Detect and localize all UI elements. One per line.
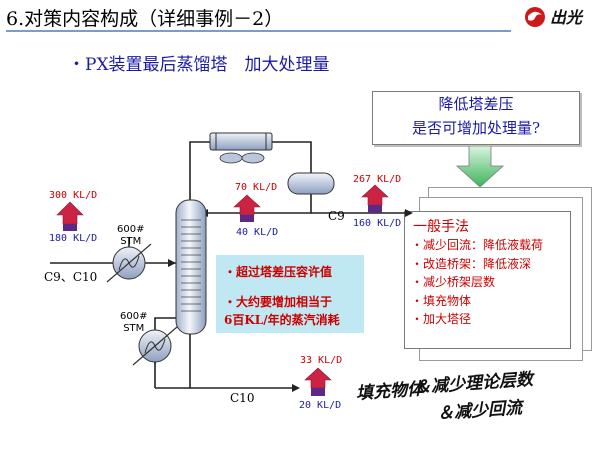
warning-line-3: 6百KL/年的蒸汽消耗 xyxy=(224,313,340,327)
question-box: 降低塔差压 是否可增加处理量? xyxy=(372,91,580,145)
distillation-column xyxy=(175,199,207,335)
logo-text: 出光 xyxy=(550,8,584,27)
top-old-rate: 40 KL/D xyxy=(236,227,279,238)
question-line-1: 降低塔差压 xyxy=(438,95,514,113)
methods-item: ・减少桥架层数 xyxy=(411,275,496,289)
c10-stream-label: C10 xyxy=(230,391,255,405)
feed-stream-label: C9、C10 xyxy=(44,270,98,284)
feed-old-rate: 180 KL/D xyxy=(49,233,98,244)
methods-item: ・改造桥架：降低液深 xyxy=(411,256,532,271)
reflux-drum xyxy=(287,172,335,195)
warning-line-2: ・大约要增加相当于 xyxy=(224,295,333,309)
slide-subtitle: ・PX装置最后蒸馏塔 加大处理量 xyxy=(68,55,330,75)
flow-arrow-icon xyxy=(361,184,389,213)
question-line-2: 是否可增加处理量? xyxy=(411,119,541,137)
methods-item: ・减少回流：降低液载荷 xyxy=(411,238,544,252)
steam-label-reboiler: 600# STM xyxy=(120,311,148,334)
methods-item: ・填充物体 xyxy=(411,293,472,308)
page-title: 6.对策内容构成（详细事例－2） xyxy=(6,8,284,30)
methods-title: 一般手法 xyxy=(413,219,469,235)
c9-old-rate: 160 KL/D xyxy=(353,218,402,229)
air-cooler xyxy=(209,132,273,164)
bottom-new-rate: 33 KL/D xyxy=(300,355,343,366)
methods-item: ・加大塔径 xyxy=(411,312,472,326)
company-logo: 出光 xyxy=(522,4,596,30)
c9-stream-label: C9 xyxy=(328,209,345,223)
warning-box: ・超过塔差压容许值 ・大约要增加相当于 6百KL/年的蒸汽消耗 xyxy=(216,255,364,333)
flow-arrow-icon xyxy=(304,367,332,396)
feed-heater xyxy=(106,243,152,283)
warning-line-1: ・超过塔差压容许值 xyxy=(224,265,333,279)
bottom-old-rate: 20 KL/D xyxy=(299,400,342,411)
flow-arrow-icon xyxy=(233,194,261,222)
c9-new-rate: 267 KL/D xyxy=(353,174,402,185)
down-arrow-icon xyxy=(455,146,505,188)
methods-box: 一般手法 ・减少回流：降低液载荷 ・改造桥架：降低液深 ・减少桥架层数 ・填充物… xyxy=(404,211,571,349)
feed-new-rate: 300 KL/D xyxy=(49,190,98,201)
steam-label-feed: 600# STM xyxy=(117,224,145,247)
flow-arrow-icon xyxy=(56,201,84,231)
title-divider xyxy=(6,30,511,32)
reboiler xyxy=(132,326,178,366)
top-new-rate: 70 KL/D xyxy=(235,182,278,193)
